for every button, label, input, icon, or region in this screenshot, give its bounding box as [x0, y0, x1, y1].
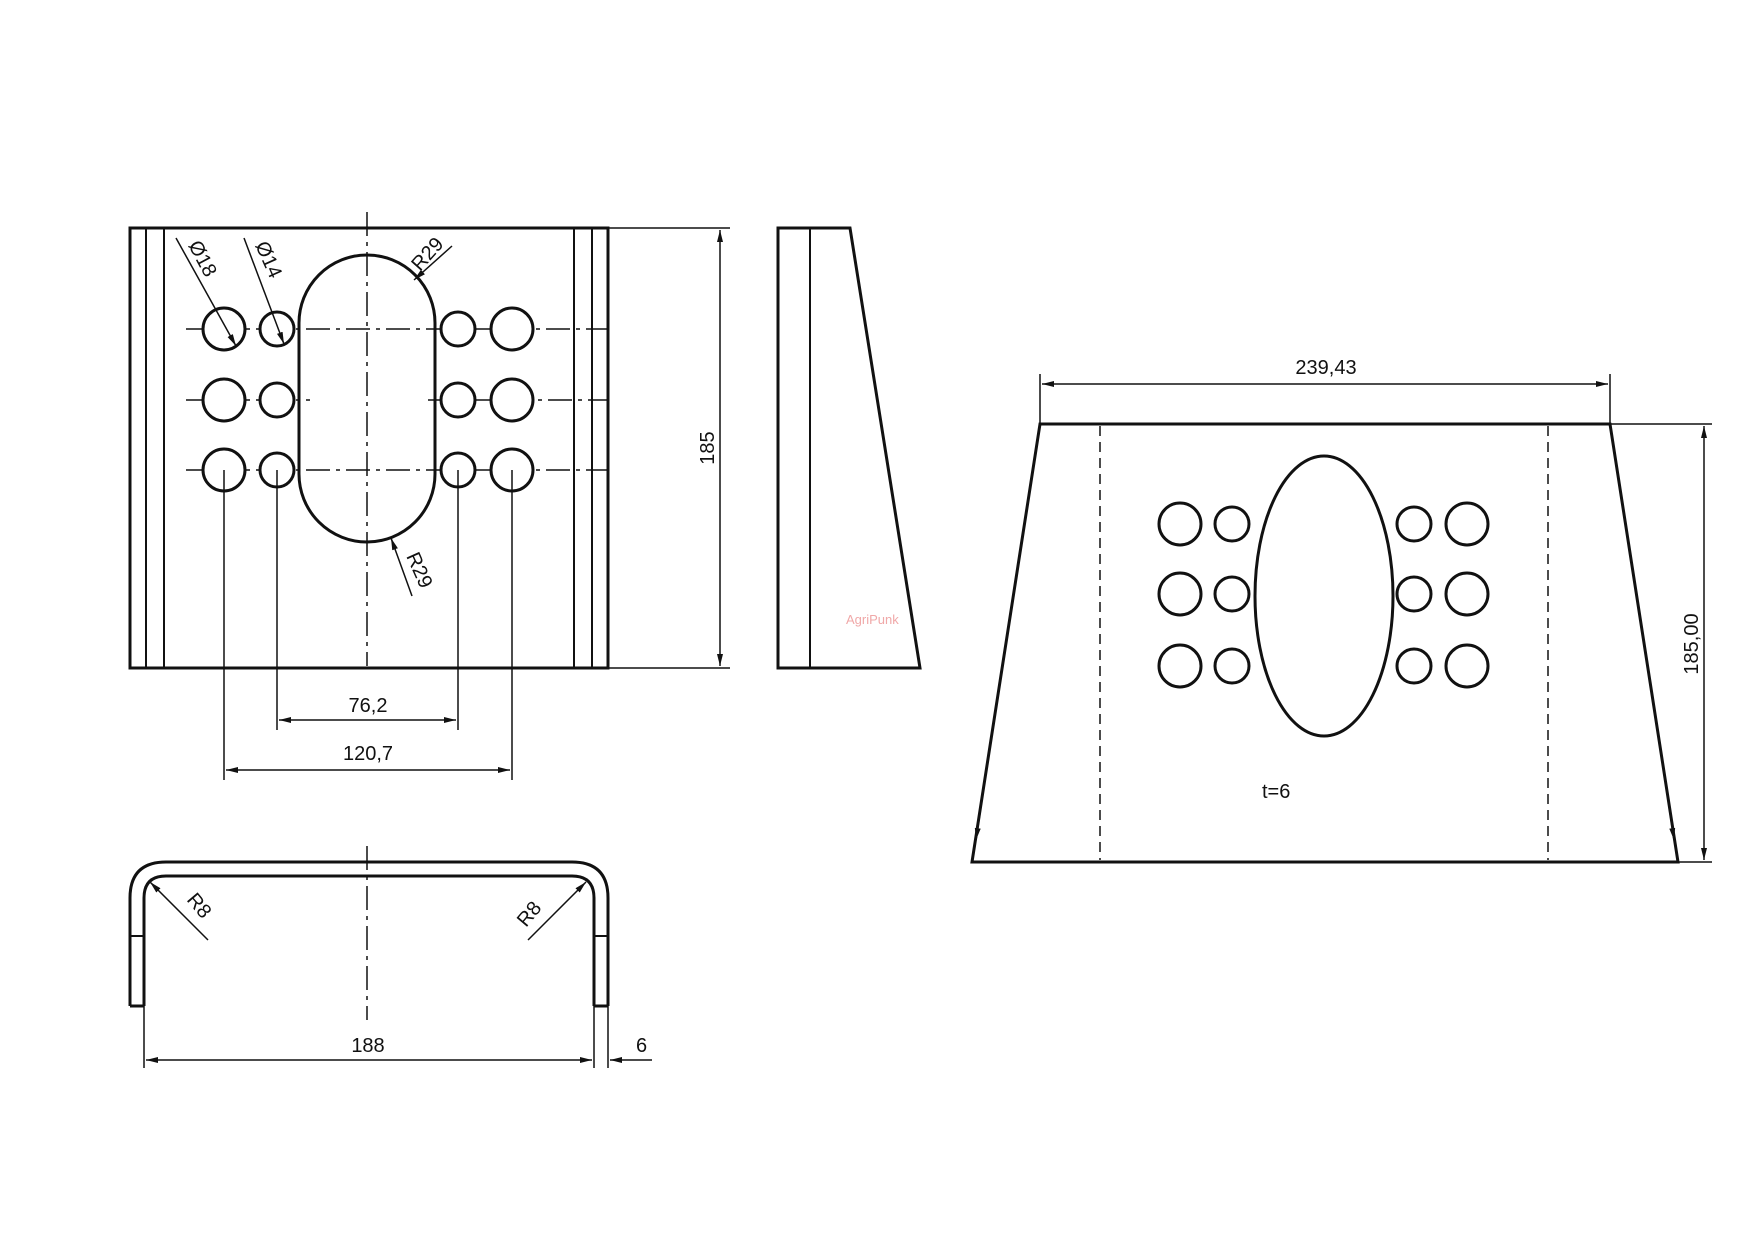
edge-arrow-right — [1667, 799, 1676, 841]
flat-hole-small — [1395, 575, 1433, 613]
side-view-outline — [776, 226, 922, 670]
dim-label-hole-small: Ø14 — [250, 238, 285, 281]
bottom-view: R8 R8 188 6 — [128, 846, 652, 1068]
dim-label-flat-height: 185,00 — [1681, 613, 1703, 674]
thickness-note: t=6 — [1262, 781, 1290, 803]
dim-label-slot-radius-bottom: R29 — [401, 549, 436, 591]
flat-hole-small — [1213, 647, 1251, 685]
leader-hole-small — [243, 237, 285, 345]
flat-hole-small — [1395, 647, 1433, 685]
edge-arrow-left — [974, 799, 983, 841]
flat-pattern: 239,43 185,00 t=6 — [970, 357, 1712, 864]
dim-label-radius-left: R8 — [182, 889, 215, 923]
dim-label-thickness: 6 — [636, 1035, 647, 1057]
hole-small — [439, 381, 477, 419]
hole-small — [439, 310, 477, 348]
leader-radius-right — [527, 881, 587, 941]
flat-hole-large — [1157, 571, 1203, 617]
flat-pattern-outline — [970, 422, 1680, 864]
dim-label-outer-spacing: 120,7 — [343, 743, 393, 765]
flat-hole-large — [1444, 643, 1490, 689]
hole-large — [201, 306, 247, 352]
hole-large — [201, 377, 247, 423]
dim-label-slot-radius-top: R29 — [407, 233, 448, 275]
dim-label-inner-spacing: 76,2 — [349, 695, 388, 717]
flat-hole-large — [1157, 643, 1203, 689]
dim-label-hole-large: Ø18 — [184, 237, 221, 281]
flat-hole-small — [1213, 505, 1251, 543]
leader-hole-large — [175, 237, 237, 347]
front-view: Ø18 Ø14 R29 R29 185 76,2 120,7 — [128, 212, 730, 780]
hole-large — [489, 306, 535, 352]
watermark: AgriPunk — [846, 612, 899, 627]
flat-hole-large — [1444, 501, 1490, 547]
u-profile-outer — [128, 860, 610, 1006]
flat-hole-large — [1444, 571, 1490, 617]
hole-small — [258, 381, 296, 419]
front-view-outline — [128, 226, 610, 670]
flat-slot — [1253, 454, 1395, 738]
hole-large — [489, 377, 535, 423]
flat-hole-small — [1395, 505, 1433, 543]
hole-small — [258, 310, 296, 348]
dim-label-height: 185 — [697, 431, 719, 464]
leader-slot-bottom — [390, 537, 413, 597]
center-slot — [297, 253, 437, 544]
side-view — [776, 226, 922, 670]
u-profile-inner — [142, 874, 596, 1006]
leader-radius-left — [149, 881, 209, 941]
dim-label-top-width: 239,43 — [1295, 357, 1356, 379]
dim-label-width: 188 — [351, 1035, 384, 1057]
flat-hole-small — [1213, 575, 1251, 613]
leader-slot-top — [413, 245, 453, 281]
flat-hole-large — [1157, 501, 1203, 547]
